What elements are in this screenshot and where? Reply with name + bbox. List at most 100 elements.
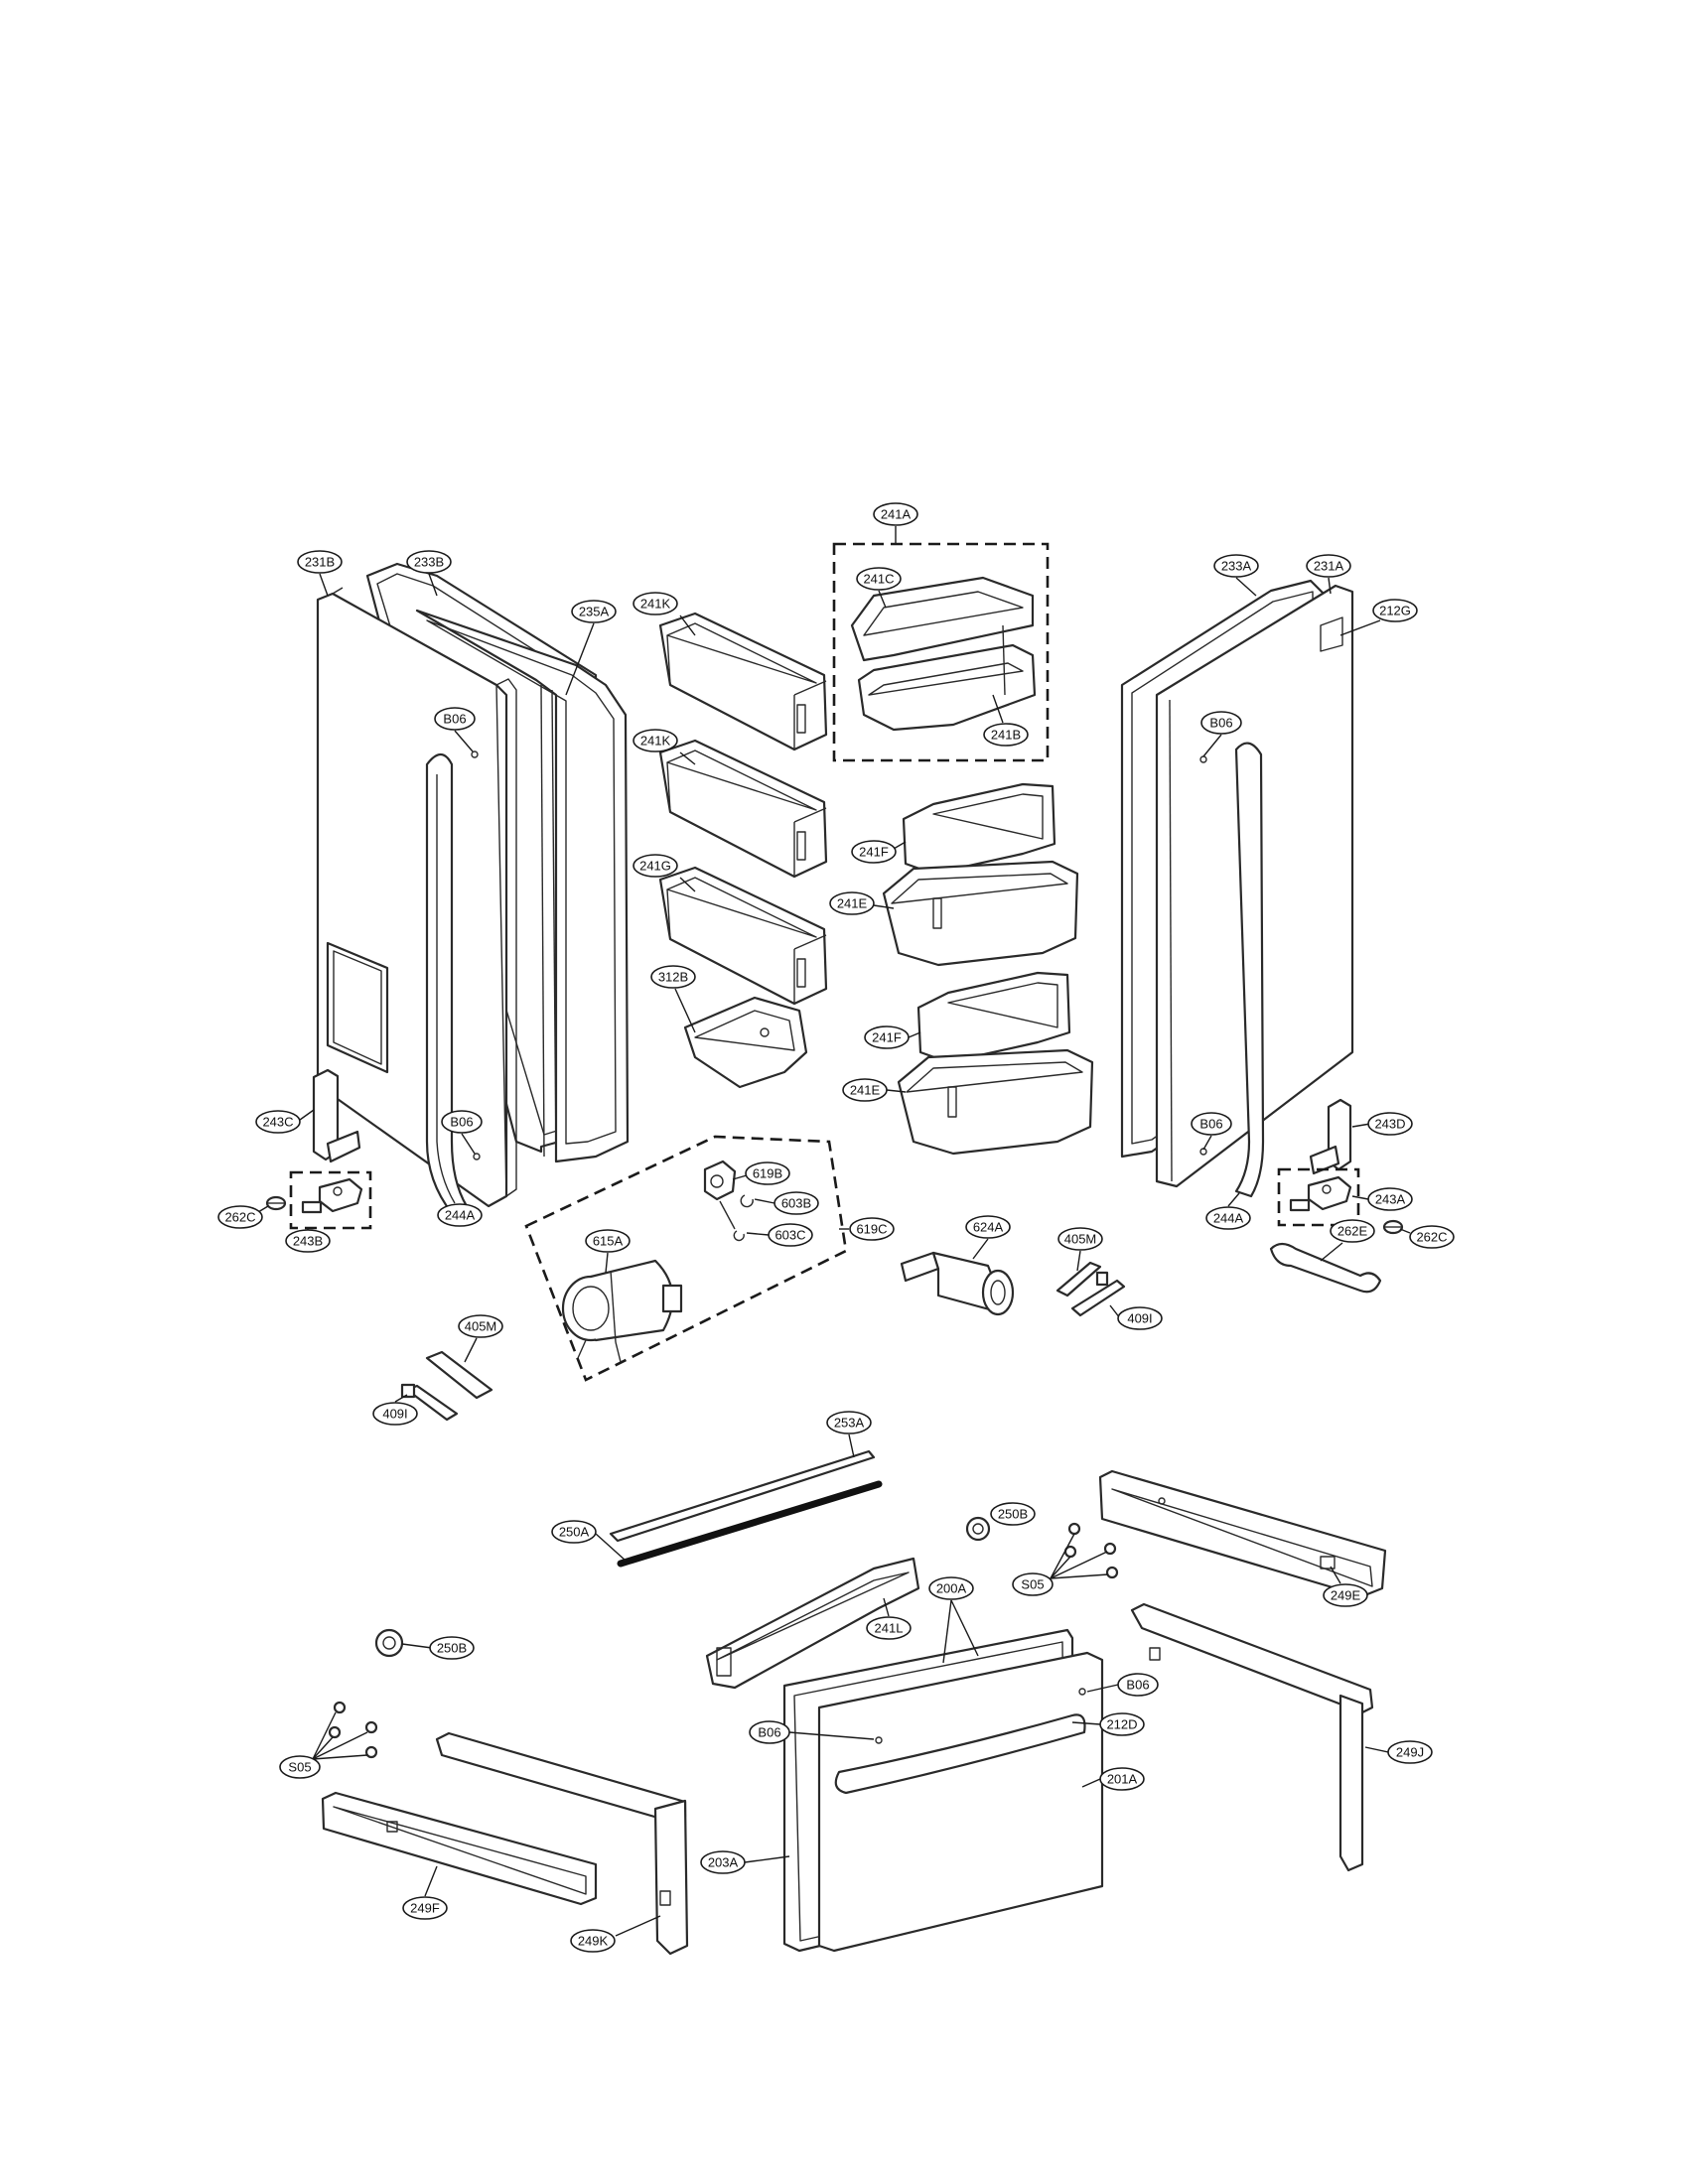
svg-text:B06: B06 <box>1126 1678 1149 1693</box>
svg-text:262C: 262C <box>224 1210 255 1225</box>
callout-249F <box>402 1896 448 1920</box>
svg-text:200A: 200A <box>936 1581 967 1596</box>
door-bins-right-column <box>882 782 1094 1156</box>
callout-409I-right <box>1117 1306 1163 1330</box>
callout-619B <box>745 1161 790 1185</box>
callout-253A <box>826 1411 872 1434</box>
callout-212D <box>1099 1712 1145 1736</box>
callout-B06-left-lower <box>441 1110 483 1134</box>
svg-text:615A: 615A <box>593 1234 624 1249</box>
drawer-gaskets <box>609 1449 991 1568</box>
callout-241E-lower <box>842 1078 888 1102</box>
door-bins-left-column <box>658 612 828 1006</box>
svg-text:243D: 243D <box>1374 1117 1405 1132</box>
svg-text:233B: 233B <box>414 555 444 570</box>
svg-text:B06: B06 <box>1199 1117 1222 1132</box>
left-door-assembly <box>316 562 630 1215</box>
callout-241L <box>866 1616 912 1640</box>
drawer-rail-right-lower <box>1130 1602 1374 1872</box>
svg-text:241C: 241C <box>863 572 894 587</box>
svg-text:262E: 262E <box>1337 1224 1368 1239</box>
callout-241F-lower <box>864 1025 910 1049</box>
svg-text:241F: 241F <box>859 845 889 860</box>
svg-text:S05: S05 <box>288 1760 311 1775</box>
callout-244A-right <box>1205 1206 1251 1230</box>
water-pump <box>900 1251 1015 1316</box>
drawer-rail-right-upper <box>1098 1469 1387 1598</box>
callout-235A <box>571 600 617 623</box>
drawer-pinion-gear <box>374 1628 404 1658</box>
callout-243A <box>1367 1187 1413 1211</box>
callout-262C-left <box>217 1205 263 1229</box>
right-door-assembly <box>1120 579 1354 1198</box>
svg-text:619B: 619B <box>753 1166 782 1181</box>
svg-text:235A: 235A <box>579 605 610 619</box>
callout-405M-right <box>1057 1227 1103 1251</box>
svg-text:241E: 241E <box>850 1083 881 1098</box>
svg-text:241F: 241F <box>872 1030 902 1045</box>
svg-text:250A: 250A <box>559 1525 590 1540</box>
callout-249E <box>1323 1583 1368 1607</box>
svg-text:241B: 241B <box>991 728 1021 743</box>
callout-243B <box>285 1229 331 1253</box>
svg-text:405M: 405M <box>1064 1232 1097 1247</box>
svg-text:203A: 203A <box>708 1855 739 1870</box>
drawer-rails-left <box>321 1731 689 1956</box>
svg-text:212G: 212G <box>1379 604 1411 618</box>
svg-text:243B: 243B <box>293 1234 323 1249</box>
callout-243C <box>255 1110 301 1134</box>
svg-text:603C: 603C <box>774 1228 805 1243</box>
svg-text:624A: 624A <box>973 1220 1004 1235</box>
screws-lower <box>328 1701 378 1759</box>
callout-241G <box>633 854 678 878</box>
svg-text:243C: 243C <box>262 1115 293 1130</box>
water-valve-assembly <box>524 1135 848 1382</box>
callout-B06-right-upper <box>1200 711 1242 735</box>
callout-203A <box>700 1850 746 1874</box>
callout-241K-upper <box>633 592 678 615</box>
drawer-front <box>782 1628 1104 1953</box>
svg-text:253A: 253A <box>834 1416 865 1431</box>
callout-249K <box>570 1929 616 1953</box>
callout-250B-upper <box>990 1502 1036 1526</box>
callout-249J <box>1387 1740 1433 1764</box>
svg-text:212D: 212D <box>1106 1717 1137 1732</box>
svg-text:241A: 241A <box>881 507 912 522</box>
svg-text:B06: B06 <box>1209 716 1232 731</box>
callout-212G <box>1372 599 1418 622</box>
svg-text:243A: 243A <box>1375 1192 1406 1207</box>
svg-text:603B: 603B <box>781 1196 811 1211</box>
callout-B06-drawer-left <box>749 1720 790 1744</box>
svg-text:231A: 231A <box>1314 559 1344 574</box>
svg-text:241E: 241E <box>837 896 868 911</box>
svg-text:312B: 312B <box>658 970 688 985</box>
callout-241A <box>873 502 918 526</box>
svg-text:244A: 244A <box>445 1208 476 1223</box>
svg-text:B06: B06 <box>758 1725 780 1740</box>
callout-241F-upper <box>851 840 897 864</box>
svg-text:233A: 233A <box>1221 559 1252 574</box>
callout-244A-left <box>437 1203 483 1227</box>
callout-B06-right-lower <box>1191 1112 1232 1136</box>
callout-text-231B: 231B <box>305 555 335 570</box>
callout-250B-lower <box>429 1636 475 1660</box>
callout-603B <box>774 1191 819 1215</box>
svg-text:262C: 262C <box>1416 1230 1447 1245</box>
svg-text:244A: 244A <box>1213 1211 1244 1226</box>
svg-text:B06: B06 <box>443 712 466 727</box>
svg-text:249F: 249F <box>410 1901 440 1916</box>
callout-233A <box>1213 554 1259 578</box>
svg-text:250B: 250B <box>998 1507 1028 1522</box>
callout-250A <box>551 1520 597 1544</box>
left-hinge-parts <box>265 1068 372 1230</box>
callout-labels: 231B 233B 235A 241K 241K 241G 241A 241C … <box>217 502 1455 1953</box>
svg-text:619C: 619C <box>856 1222 887 1237</box>
callout-241E-upper <box>829 891 875 915</box>
right-hinge-parts <box>1269 1098 1404 1294</box>
svg-text:241K: 241K <box>640 597 671 612</box>
callout-603C <box>768 1223 813 1247</box>
dairy-bin-assembly <box>832 542 1050 762</box>
callout-200A <box>928 1576 974 1600</box>
svg-text:241K: 241K <box>640 734 671 749</box>
svg-text:241G: 241G <box>639 859 671 874</box>
